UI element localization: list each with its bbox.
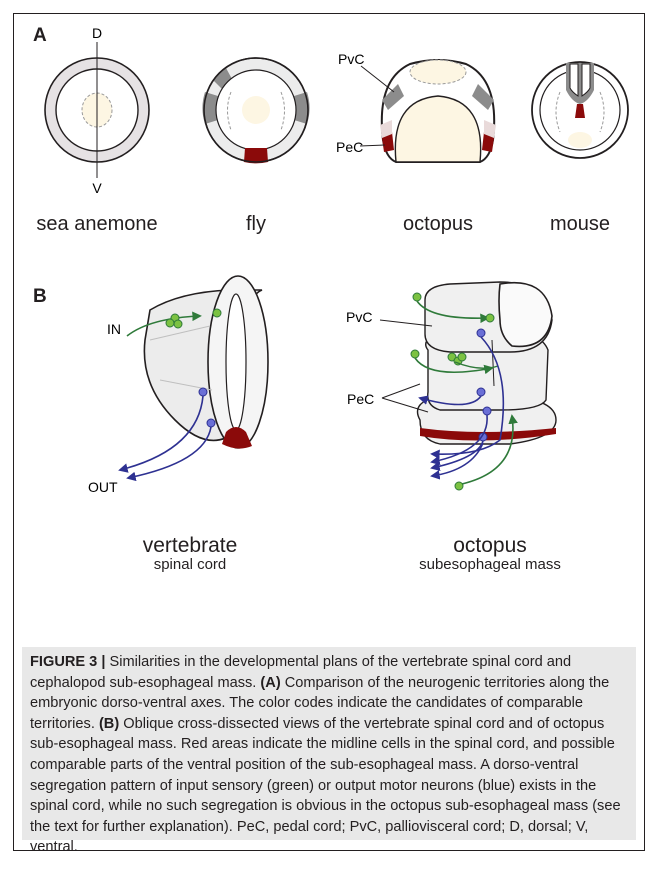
organism-label-fly: fly: [186, 213, 326, 236]
motor-neuron: [477, 329, 485, 337]
motor-neuron: [483, 407, 491, 415]
pec-label-a: PeC: [336, 139, 363, 155]
mouse-diagram: [532, 62, 628, 158]
figure-caption: FIGURE 3 | Similarities in the developme…: [30, 652, 630, 858]
motor-neuron: [477, 388, 485, 396]
out-label: OUT: [88, 479, 118, 495]
octopus-title-sub: subesophageal mass: [370, 557, 610, 573]
input-neuron: [413, 293, 421, 301]
pec-label-b: PeC: [347, 391, 374, 407]
input-neuron: [411, 350, 419, 358]
input-neuron: [213, 309, 221, 317]
ventral-label: V: [92, 180, 102, 196]
organism-label-mouse: mouse: [510, 213, 650, 236]
input-neuron: [166, 319, 174, 327]
octopus-title: octopus subesophageal mass: [370, 535, 610, 573]
organism-label-sea-anemone: sea anemone: [27, 213, 167, 236]
fly-diagram: [202, 58, 309, 163]
dorsal-label: D: [92, 25, 102, 41]
vertebrate-title: vertebrate spinal cord: [70, 535, 310, 573]
sea-anemone-diagram: [45, 42, 149, 178]
octopus-embryo-diagram: [380, 60, 496, 162]
motor-neuron: [207, 419, 215, 427]
spinal-cord-diagram: [144, 276, 268, 449]
input-neuron: [486, 314, 494, 322]
pvc-label-b: PvC: [346, 309, 372, 325]
figure-artwork: D V PvC PeC: [0, 0, 657, 620]
caption-a-ref: (A): [260, 675, 280, 691]
vertebrate-title-main: vertebrate: [70, 535, 310, 557]
octopus-title-main: octopus: [370, 535, 610, 557]
motor-neuron: [199, 388, 207, 396]
caption-b-text: Oblique cross-dissected views of the ver…: [30, 716, 621, 856]
organism-label-octopus: octopus: [368, 213, 508, 236]
input-neuron: [455, 482, 463, 490]
in-label: IN: [107, 321, 121, 337]
input-neuron: [458, 353, 466, 361]
caption-figure-label: FIGURE 3 |: [30, 654, 105, 670]
vertebrate-title-sub: spinal cord: [70, 557, 310, 573]
input-neuron: [174, 320, 182, 328]
caption-b-ref: (B): [99, 716, 119, 732]
pvc-label-a: PvC: [338, 51, 364, 67]
